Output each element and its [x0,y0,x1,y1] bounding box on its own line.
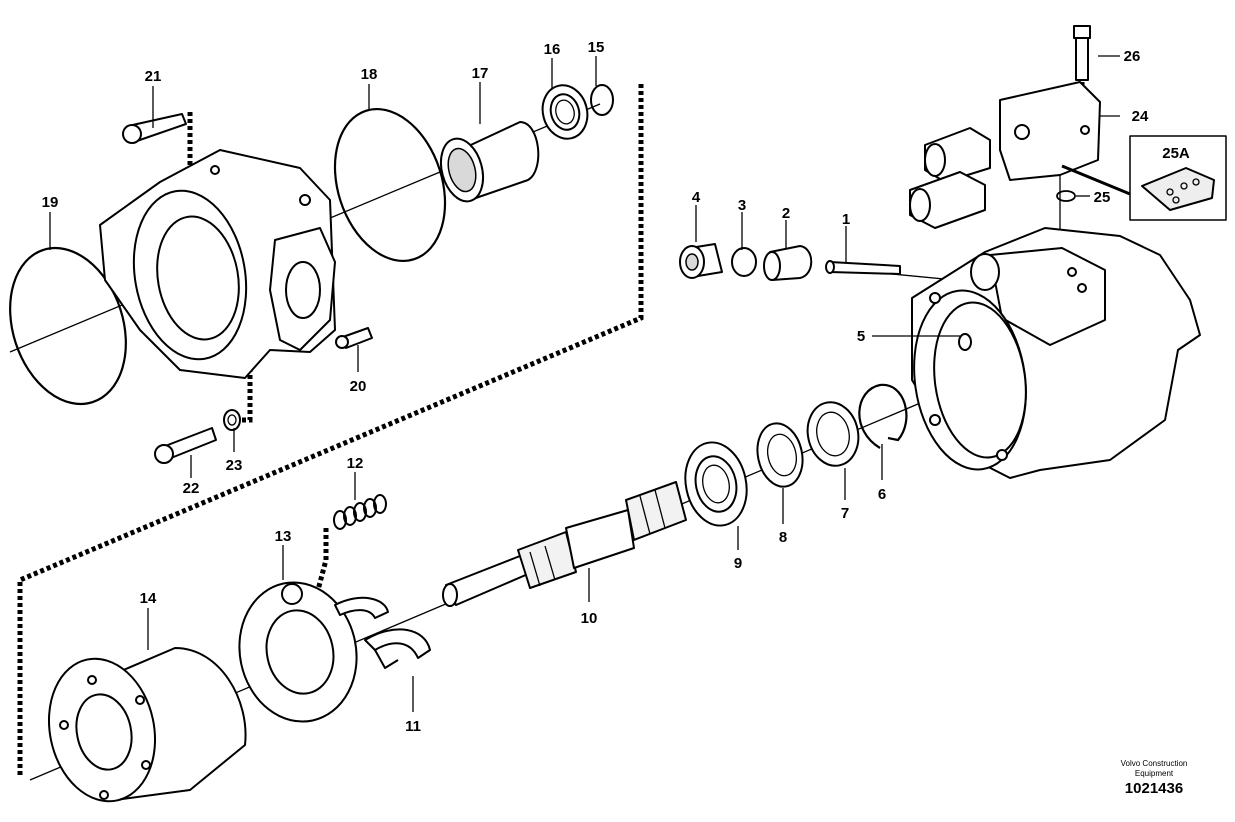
callout-14: 14 [140,590,157,607]
part-25-o-ring [1056,190,1076,202]
part-13-swash-plate [238,581,358,723]
brand-caption: Volvo Construction Equipment [1098,759,1210,779]
callout-17: 17 [472,65,489,82]
part-10-shaft [442,481,687,607]
part-3-o-ring [731,247,757,277]
callout-9: 9 [734,555,742,572]
callout-25a: 25A [1162,145,1190,162]
part-11-saddle [334,596,431,669]
brand-line-1: Volvo Construction [1120,759,1188,768]
part-20-pin [335,327,373,349]
callout-12: 12 [347,455,364,472]
callout-16: 16 [544,41,561,58]
inset-25a-box [1061,135,1227,221]
callout-18: 18 [361,66,378,83]
callout-leaders [49,55,1120,712]
callout-5: 5 [857,328,865,345]
callout-25: 25 [1094,189,1111,206]
callout-22: 22 [183,480,200,497]
pump-housing [911,227,1201,479]
part-16-bearing [541,84,589,140]
callout-4: 4 [692,189,701,206]
part-15-o-ring [590,84,614,116]
callout-labels: 1 2 3 4 5 6 7 8 9 10 11 12 13 14 15 16 1… [42,39,1190,735]
callout-21: 21 [145,68,162,85]
part-26-screw [1073,25,1091,81]
callout-7: 7 [841,505,849,522]
callout-1: 1 [842,211,850,228]
part-24-valve-block [909,81,1101,229]
callout-2: 2 [782,205,790,222]
callout-13: 13 [275,528,292,545]
callout-24: 24 [1132,108,1149,125]
callout-19: 19 [42,194,59,211]
callout-6: 6 [878,486,886,503]
callout-10: 10 [581,610,598,627]
part-17-bushing [439,121,540,203]
part-2-piston [763,245,813,281]
part-8-ring [756,422,804,488]
callout-3: 3 [738,197,746,214]
part-14-cylinder-block [47,647,247,803]
flange-housing [99,149,336,379]
callout-26: 26 [1124,48,1141,65]
part-22-bolt [154,427,217,464]
callout-8: 8 [779,529,787,546]
callout-11: 11 [405,718,421,735]
part-6-snap-ring [858,383,908,449]
part-19-o-ring [9,246,127,406]
part-12-spring [333,494,387,530]
part-18-o-ring [333,107,447,263]
part-7-seal [806,401,860,467]
callout-23: 23 [226,457,243,474]
part-1-rod [825,260,901,275]
callout-20: 20 [350,378,367,395]
part-23-washer [223,409,241,431]
brand-line-2: Equipment [1134,769,1174,778]
document-number: 1021436 [1124,780,1184,797]
part-21-bolt [122,113,187,144]
callout-15: 15 [588,39,605,56]
part-9-bearing [684,441,748,527]
part-4-plug [679,243,723,279]
